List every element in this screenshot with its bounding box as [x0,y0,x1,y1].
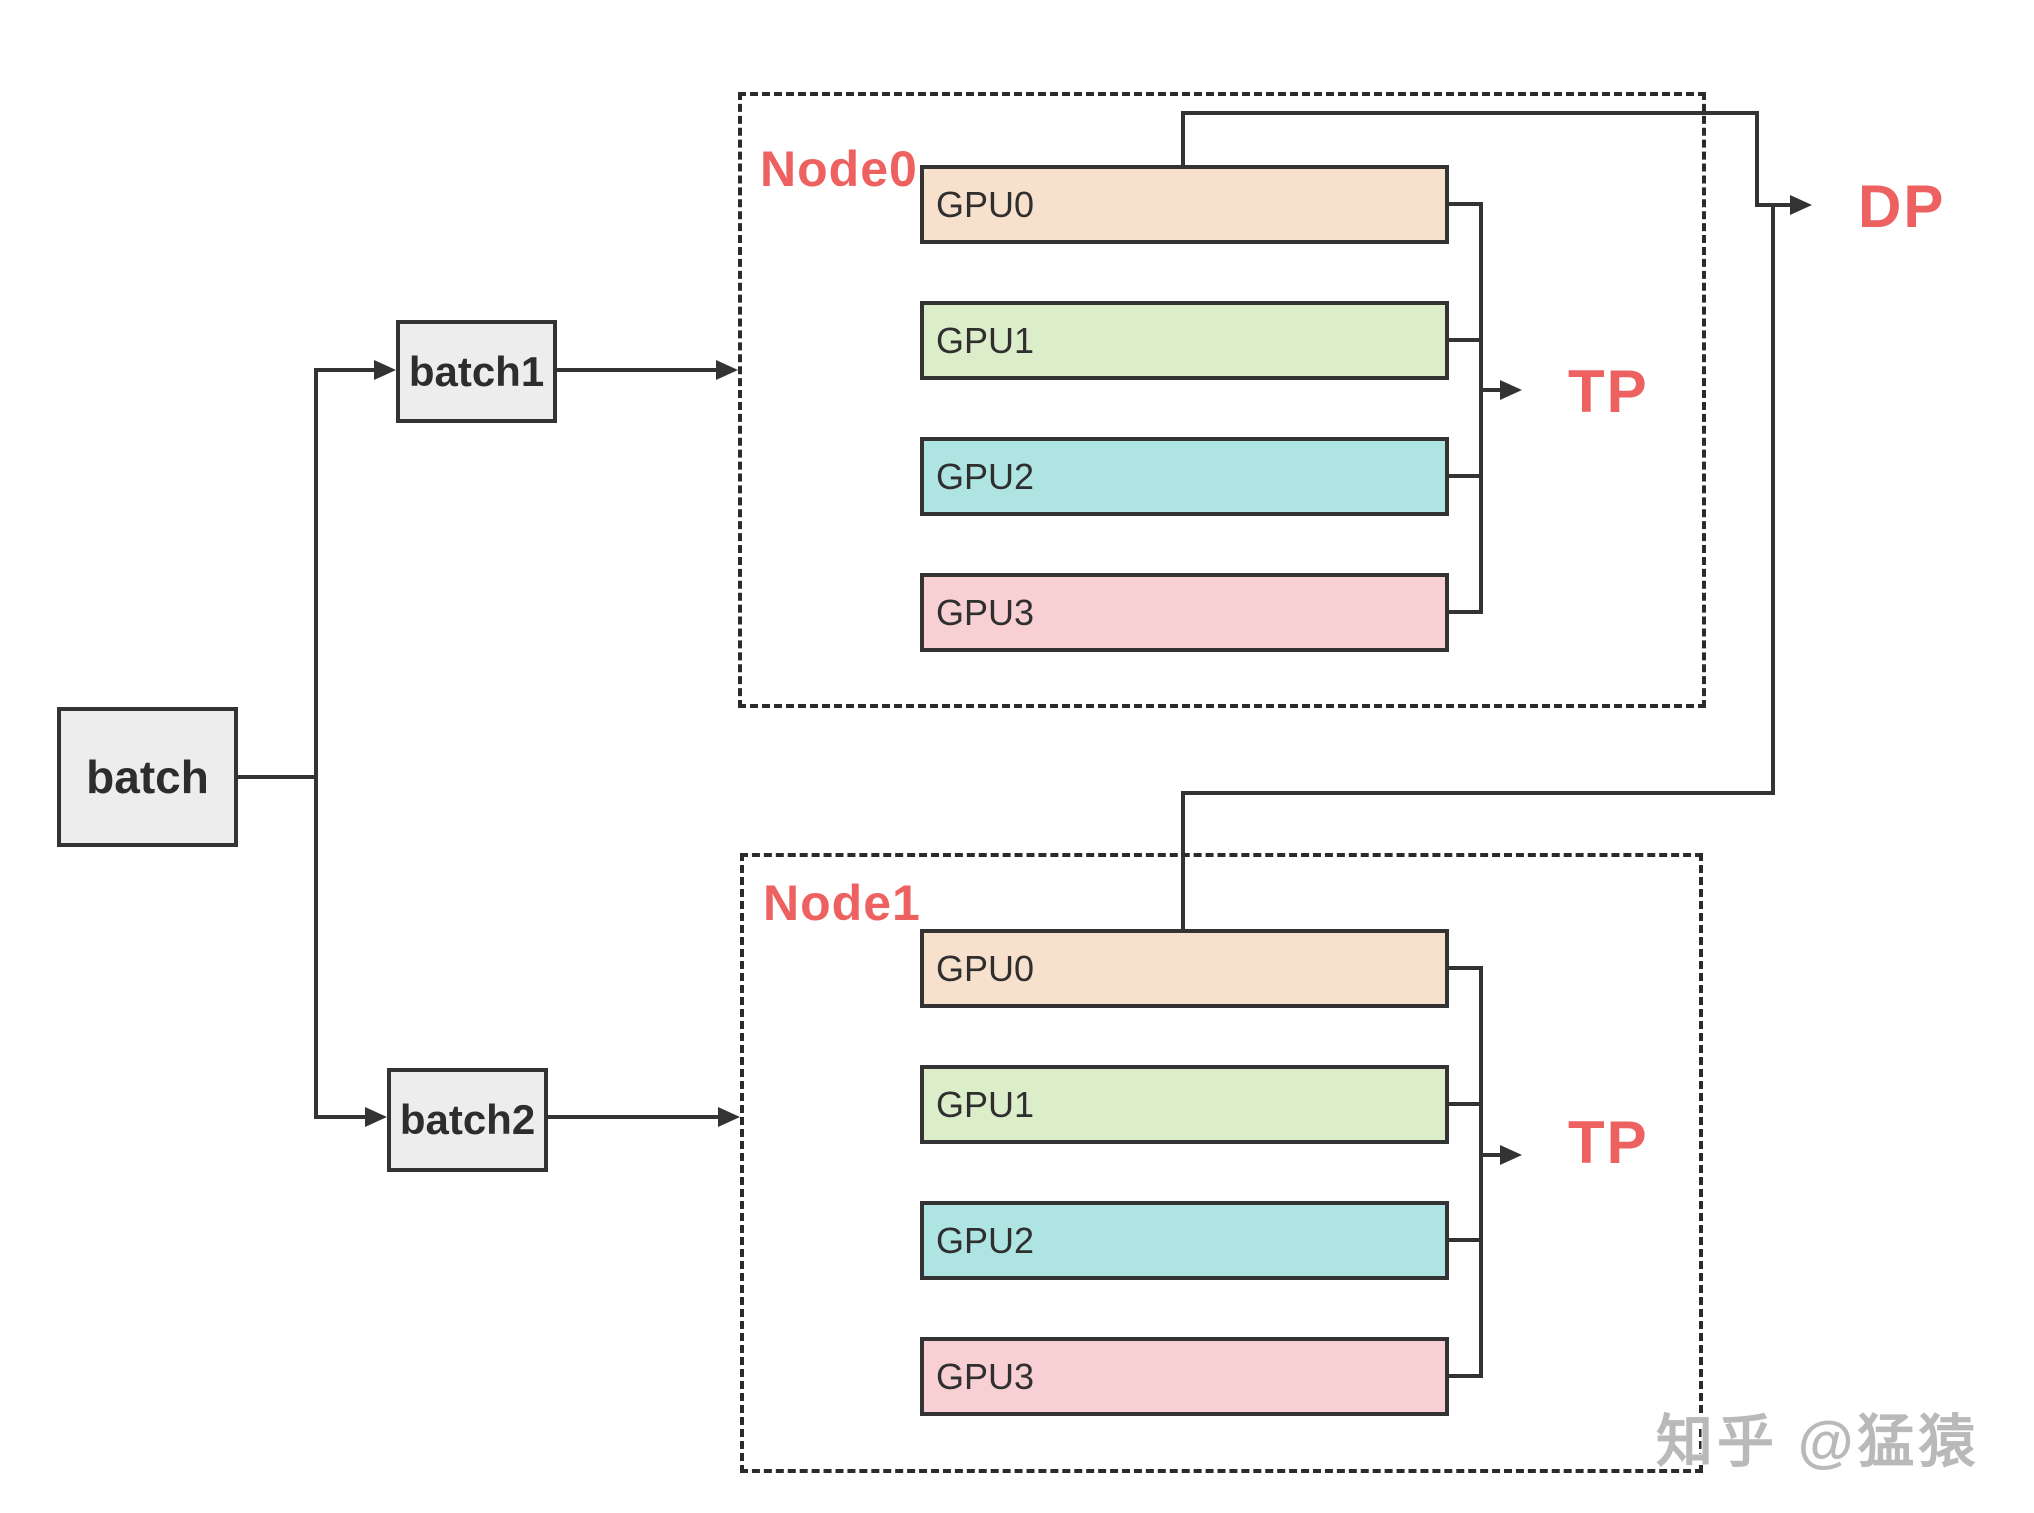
wire-to-batch2 [314,1115,367,1119]
batch-node: batch [57,707,238,847]
node0-gpu3-label: GPU3 [936,591,1035,633]
node1-gpu3: GPU3 [920,1337,1449,1416]
wire-batch-split [314,368,318,1119]
node1-gpu0-label: GPU0 [936,947,1035,989]
batch2-node: batch2 [387,1068,548,1172]
node1-gpu1: GPU1 [920,1065,1449,1144]
node1-container [740,853,1703,1473]
wire-n0-gpu3-stub [1447,610,1482,614]
wire-dp-vertical [1771,203,1775,795]
wire-n0-tp-arrow [1479,388,1501,392]
node1-gpu2-label: GPU2 [936,1219,1035,1261]
batch2-label: batch2 [399,1096,536,1143]
node1-gpu3-label: GPU3 [936,1355,1035,1397]
wire-n0-tp-bracket [1479,202,1483,614]
node0-gpu0-label: GPU0 [936,183,1035,225]
wire-n0-gpu1-stub [1447,338,1482,342]
node1-gpu2: GPU2 [920,1201,1449,1280]
wire-dp-down-step [1755,111,1759,207]
watermark: 知乎 @猛猿 [1656,1410,1980,1474]
wire-n1-gpu1-stub [1447,1102,1482,1106]
node0-gpu0: GPU0 [920,165,1449,244]
node0-gpu1-label: GPU1 [936,319,1035,361]
arrowhead-n1-tp-icon [1500,1145,1522,1165]
arrowhead-batch1-icon [374,360,396,380]
wire-n0-gpu0-stub [1447,202,1482,206]
wire-dp-n0gpu0-up [1181,111,1185,167]
node0-label: Node0 [760,141,918,197]
node0-tp-label: TP [1568,358,1649,425]
wire-n1-tp-arrow [1479,1153,1501,1157]
node1-gpu1-label: GPU1 [936,1083,1035,1125]
batch-label: batch [86,751,209,803]
wire-n1-gpu2-stub [1447,1238,1482,1242]
wire-n1-gpu0-stub [1447,966,1482,970]
wire-n1-tp-bracket [1479,966,1483,1378]
wire-n1-gpu3-stub [1447,1374,1482,1378]
arrowhead-n0-tp-icon [1500,380,1522,400]
node0-gpu2-label: GPU2 [936,455,1035,497]
node1-label: Node1 [763,875,921,931]
node0-gpu2: GPU2 [920,437,1449,516]
wire-dp-node1-horizontal [1181,791,1775,795]
arrowhead-node0-icon [716,360,738,380]
node1-tp-label: TP [1568,1109,1649,1176]
wire-n0-gpu2-stub [1447,474,1482,478]
wire-batch1-node0 [557,368,718,372]
wire-batch-out [237,775,318,779]
arrowhead-batch2-icon [365,1107,387,1127]
dp-label: DP [1858,173,1946,240]
node0-gpu3: GPU3 [920,573,1449,652]
wire-batch2-node1 [548,1115,720,1119]
wire-dp-n1gpu0-up [1181,791,1185,931]
arrowhead-dp-icon [1790,195,1812,215]
batch1-label: batch1 [408,347,545,395]
batch1-node: batch1 [396,320,557,423]
node0-gpu1: GPU1 [920,301,1449,380]
arrowhead-node1-icon [718,1107,740,1127]
node1-gpu0: GPU0 [920,929,1449,1008]
wire-dp-top [1181,111,1759,115]
node0-container [738,92,1706,708]
wire-to-batch1 [314,368,376,372]
